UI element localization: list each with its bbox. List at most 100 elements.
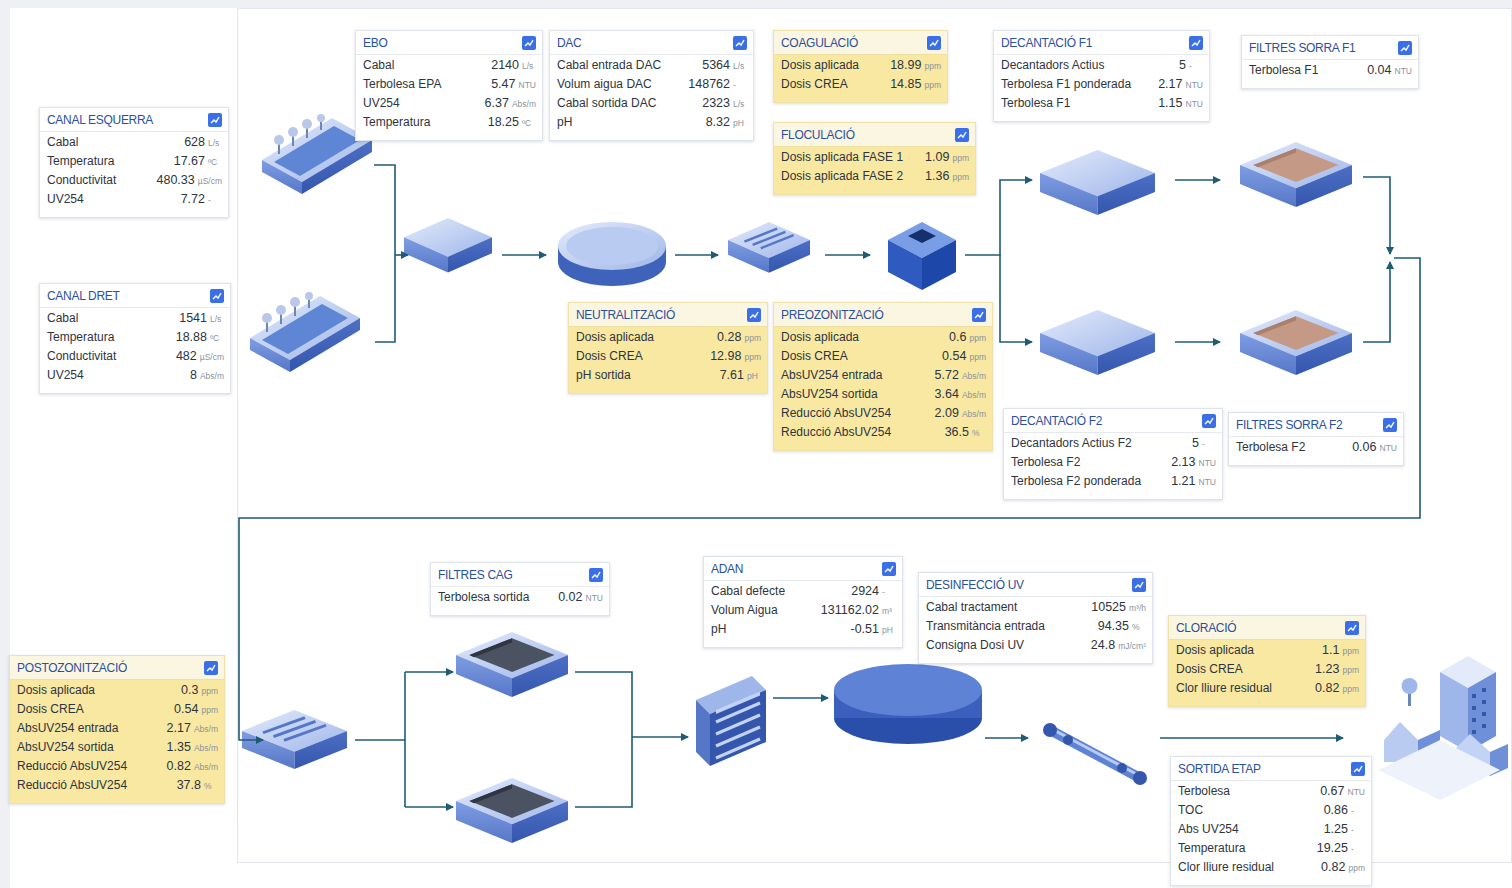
row-value: 1.25 (1324, 822, 1348, 836)
data-row: Volum aigua DAC148762- (557, 77, 747, 96)
row-unit: L/s (522, 61, 536, 71)
panel-body: Cabal entrada DAC 5364L/s Volum aigua DAC1… (550, 55, 753, 140)
row-label: Terbolesa F2 ponderada (1011, 474, 1161, 488)
row-unit: ppm (969, 352, 986, 362)
row-value: 8 (190, 368, 197, 382)
row-label: pH sortida (576, 368, 710, 382)
data-row: Terbolesa F10.04NTU (1249, 63, 1412, 82)
row-label: Dosis CREA (781, 77, 880, 91)
data-row: Temperatura18.88ºC (47, 330, 224, 349)
row-value: 24.8 (1091, 638, 1115, 652)
data-row: Cabal defecte2924- (711, 584, 896, 603)
data-row: Reducció AbsUV2542.09Abs/m (781, 406, 986, 425)
data-row: Abs UV2541.25- (1178, 822, 1365, 841)
data-row: Temperatura18.25ºC (363, 115, 536, 134)
info-panel: EBOCabal2140L/sTerbolesa EPA5.47NTUUV254… (355, 30, 543, 141)
row-unit: pH (882, 625, 896, 635)
row-unit: NTU (586, 593, 603, 603)
row-label: Temperatura (1178, 841, 1307, 855)
row-unit: mJ/cm² (1118, 641, 1146, 651)
row-unit: - (1189, 61, 1203, 71)
row-value: 2.09 (935, 406, 959, 420)
row-unit: ppm (969, 333, 986, 343)
row-unit: L/s (208, 138, 222, 148)
row-unit: % (204, 781, 218, 791)
panel-header: ADAN (704, 557, 902, 581)
chart-icon (955, 128, 969, 142)
row-value: 94.35 (1098, 619, 1129, 633)
panel-header: EBO (356, 31, 542, 55)
row-label: Cabal defecte (711, 584, 841, 598)
data-row: Dosis aplicada1.1ppm (1176, 643, 1359, 662)
row-value: 5364 (702, 58, 730, 72)
row-label: Temperatura (363, 115, 478, 129)
row-label: Cabal entrada DAC (557, 58, 692, 72)
row-label: Cabal (47, 311, 169, 325)
info-panel: PREOZONITZACIÓDosis aplicada0.6ppmDosis … (773, 302, 993, 451)
row-label: TOC (1178, 803, 1314, 817)
data-row: Temperatura19.25- (1178, 841, 1365, 860)
row-value: 2.17 (167, 721, 191, 735)
row-value: 0.54 (174, 702, 198, 716)
row-unit: NTU (1380, 443, 1397, 453)
row-value: 0.02 (558, 590, 582, 604)
data-row: Terbolesa F1 ponderada2.17NTU (1001, 77, 1203, 96)
row-unit: ppm (201, 705, 218, 715)
row-label: AbsUV254 sortida (781, 387, 925, 401)
row-label: Terbolesa F1 ponderada (1001, 77, 1148, 91)
panel-header: NEUTRALITZACIÓ (569, 303, 767, 327)
data-row: Decantadors Actius F25- (1011, 436, 1216, 455)
data-row: Cabal entrada DAC5364L/s (557, 58, 747, 77)
row-unit: ºC (522, 118, 536, 128)
panel-title: ADAN (711, 561, 743, 576)
row-unit: L/s (733, 99, 747, 109)
row-label: Dosis aplicada (576, 330, 707, 344)
row-label: Terbolesa sortida (438, 590, 548, 604)
row-unit: - (1351, 825, 1365, 835)
row-unit: ºC (208, 157, 222, 167)
row-unit: Abs/m (194, 762, 218, 772)
row-label: AbsUV254 sortida (17, 740, 157, 754)
panel-title: FILTRES SORRA F2 (1236, 417, 1342, 432)
panel-body: Dosis aplicada0.6ppmDosis CREA0.54ppmAbs… (774, 327, 992, 450)
info-panel: FLOCULACIÓDosis aplicada FASE 11.09ppmDo… (773, 122, 976, 195)
row-value: 19.25 (1317, 841, 1348, 855)
row-unit: ppm (1348, 863, 1365, 873)
row-label: Volum Aigua (711, 603, 811, 617)
row-label: Cabal (47, 135, 174, 149)
row-unit: NTU (1348, 787, 1365, 797)
row-label: Reducció AbsUV254 (17, 778, 167, 792)
chart-icon (972, 308, 986, 322)
data-row: Terbolesa F11.15NTU (1001, 96, 1203, 115)
panel-header: FLOCULACIÓ (774, 123, 975, 147)
row-unit: - (1351, 806, 1365, 816)
row-label: Cabal sortida DAC (557, 96, 692, 110)
row-value: 1.09 (925, 150, 949, 164)
panel-body: Terbolesa0.67NTUTOC0.86-Abs UV2541.25-Te… (1171, 781, 1371, 885)
row-label: Temperatura (47, 154, 164, 168)
chart-icon (522, 36, 536, 50)
row-unit: L/s (210, 314, 224, 324)
row-value: 1.15 (1158, 96, 1182, 110)
row-value: 1.23 (1315, 662, 1339, 676)
data-row: Dosis CREA14.85ppm (781, 77, 941, 96)
row-label: pH (557, 115, 696, 129)
data-row: AbsUV254 entrada2.17Abs/m (17, 721, 218, 740)
row-unit: m³/h (1129, 603, 1146, 613)
panel-body: Dosis aplicada0.3ppmDosis CREA0.54ppmAbs… (10, 680, 224, 803)
row-unit: ppm (1342, 684, 1359, 694)
row-unit: NTU (519, 80, 536, 90)
info-panel: DECANTACIÓ F2Decantadors Actius F25-Terb… (1003, 408, 1223, 500)
data-row: Decantadors Actius5- (1001, 58, 1203, 77)
row-value: 0.28 (717, 330, 741, 344)
row-label: Reducció AbsUV254 (781, 425, 935, 439)
panel-header: COAGULACIÓ (774, 31, 947, 55)
panel-title: DESINFECCIÓ UV (926, 577, 1024, 592)
row-label: Clor lliure residual (1178, 860, 1311, 874)
row-unit: Abs/m (194, 743, 218, 753)
info-panel: SORTIDA ETAPTerbolesa0.67NTUTOC0.86-Abs … (1170, 756, 1372, 886)
info-panel: POSTOZONITZACIÓDosis aplicada0.3ppmDosis… (9, 655, 225, 804)
row-unit: ppm (952, 172, 969, 182)
data-row: Cabal2140L/s (363, 58, 536, 77)
